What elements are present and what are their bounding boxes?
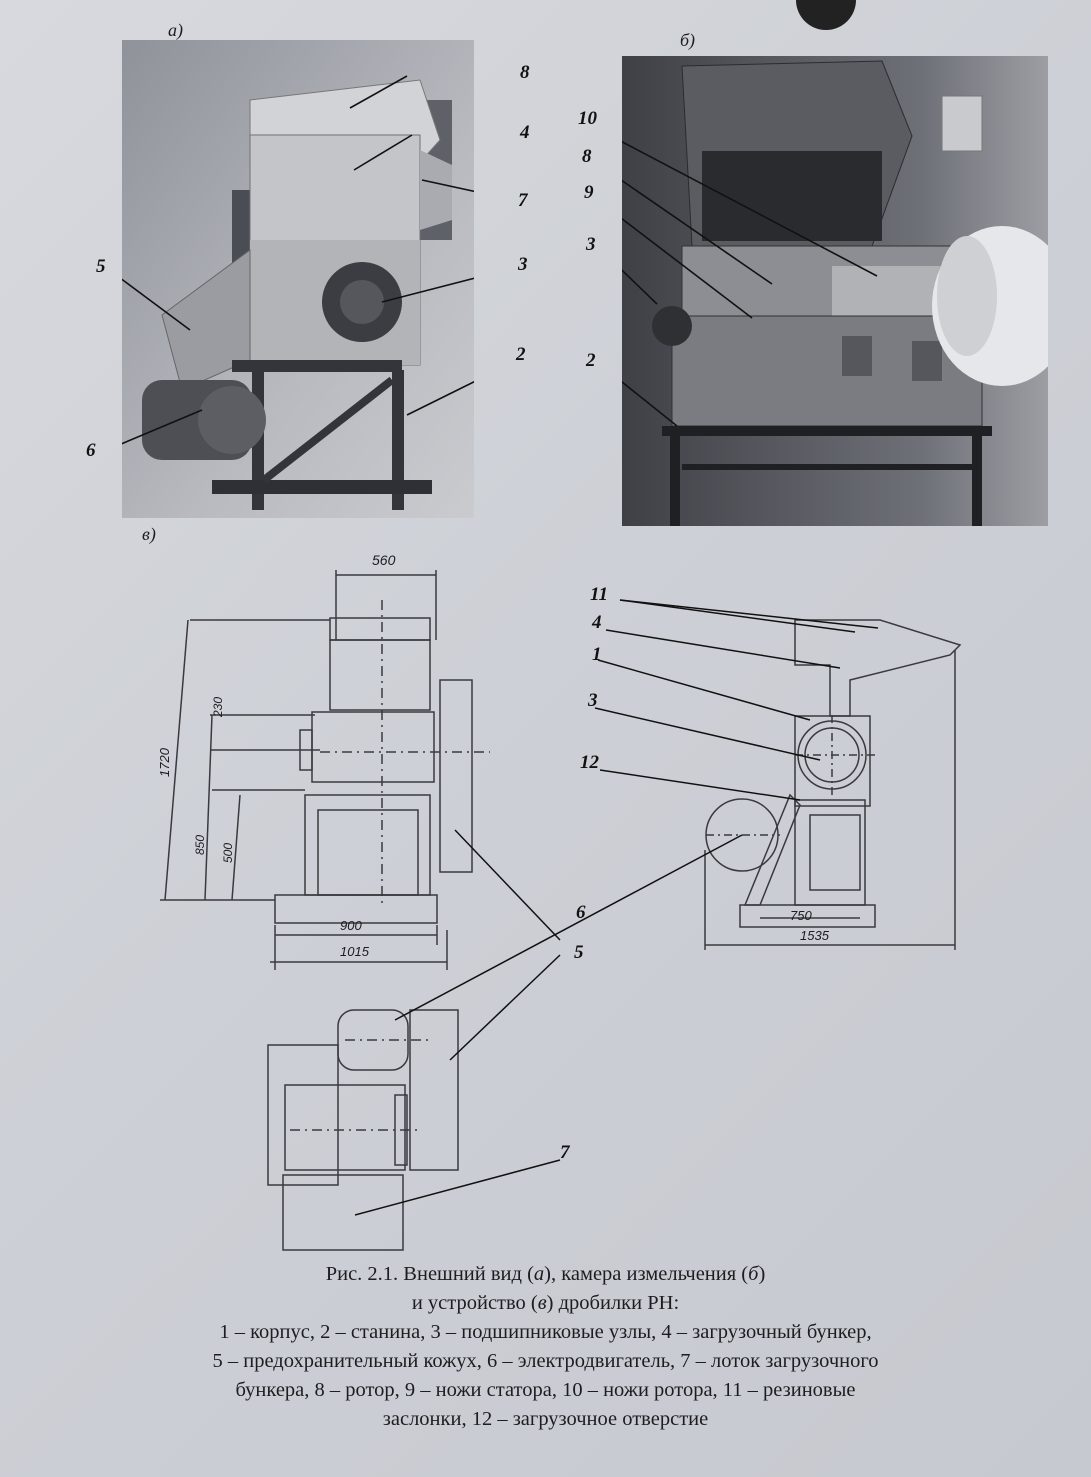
- caption-italic-a: а: [533, 1263, 545, 1285]
- panel-label-a: а): [168, 20, 183, 40]
- photo-crushing-chamber: [622, 56, 1048, 526]
- callout-3-photo-a: 3: [518, 254, 528, 275]
- caption-line-4: 5 – предохранительный кожух, 6 – электро…: [212, 1350, 879, 1372]
- dim-560: 560: [372, 552, 396, 568]
- callout-7-drawing: 7: [560, 1142, 570, 1163]
- callout-12-drawing: 12: [580, 752, 599, 773]
- panel-label-c: в): [142, 524, 156, 544]
- callout-7-photo-a: 7: [518, 190, 528, 211]
- caption-line-6: заслонки, 12 – загрузочное отверстие: [382, 1408, 709, 1430]
- callout-6-photo-a: 6: [86, 440, 96, 461]
- callout-3-photo-b: 3: [586, 234, 596, 255]
- dim-900: 900: [340, 918, 362, 933]
- dim-1535: 1535: [800, 928, 829, 943]
- callout-2-photo-b: 2: [586, 350, 596, 371]
- callout-9-photo-b: 9: [584, 182, 594, 203]
- callout-8-photo-b: 8: [582, 146, 592, 167]
- callout-2-photo-a: 2: [516, 344, 526, 365]
- caption-italic-c: в: [537, 1292, 547, 1314]
- panel-label-b: б): [680, 30, 696, 50]
- callout-11-drawing: 11: [590, 584, 608, 605]
- photo-chamber-image: [622, 56, 1048, 526]
- callout-4-photo-a: 4: [520, 122, 530, 143]
- callout-8-photo-a: 8: [520, 62, 530, 83]
- dim-230: 230: [211, 696, 226, 718]
- dim-1720: 1720: [156, 748, 172, 777]
- dim-750: 750: [790, 908, 812, 923]
- caption-line-5: бункера, 8 – ротор, 9 – ножи статора, 10…: [235, 1379, 856, 1401]
- dim-1015: 1015: [340, 944, 369, 959]
- photo-exterior-image: [122, 40, 474, 518]
- caption-text: ): [758, 1263, 766, 1285]
- figure-caption: Рис. 2.1. Внешний вид (а), камера измель…: [20, 1260, 1071, 1434]
- caption-text: ) дробилки РН:: [546, 1292, 680, 1314]
- callout-10-photo-b: 10: [578, 108, 597, 129]
- caption-line-1: Рис. 2.1. Внешний вид (а), камера измель…: [20, 1260, 1071, 1289]
- caption-italic-b: б: [748, 1263, 759, 1285]
- callout-5-drawing: 5: [574, 942, 584, 963]
- caption-line-2: и устройство (в) дробилки РН:: [20, 1289, 1071, 1318]
- callout-5-photo-a: 5: [96, 256, 106, 277]
- dim-500: 500: [221, 842, 236, 864]
- caption-text: и устройство (: [411, 1292, 538, 1314]
- callout-6-drawing: 6: [576, 902, 586, 923]
- caption-text: Рис. 2.1. Внешний вид (: [325, 1263, 534, 1285]
- caption-line-3: 1 – корпус, 2 – станина, 3 – подшипников…: [219, 1321, 872, 1343]
- dim-850: 850: [193, 834, 208, 856]
- photo-exterior-view: [122, 40, 474, 518]
- caption-text: ), камера измельчения (: [544, 1263, 749, 1285]
- callout-1-drawing: 1: [592, 644, 602, 665]
- callout-3-drawing: 3: [588, 690, 598, 711]
- callout-4-drawing: 4: [592, 612, 602, 633]
